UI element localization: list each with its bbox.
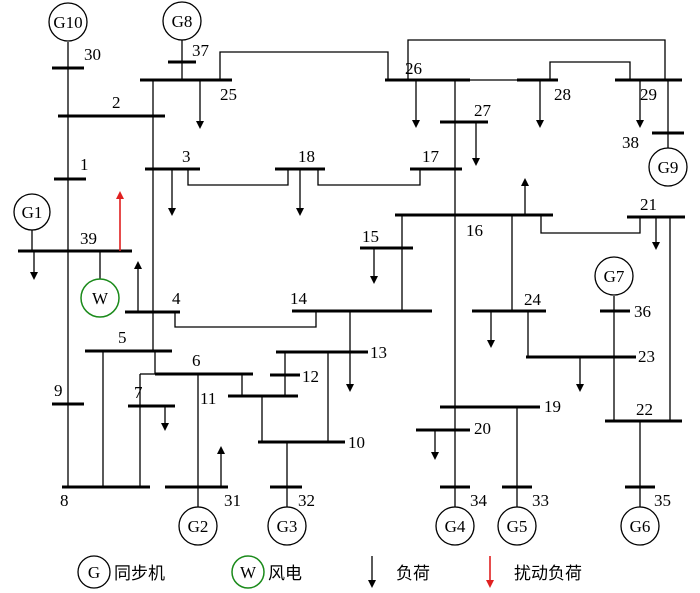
bus-labels: 30 37 25 2 1 39 3 18 17 26 28 29 27 38 1…	[54, 41, 671, 510]
bus-label-19: 19	[544, 397, 561, 416]
bus-label-37: 37	[192, 41, 210, 60]
legend: G 同步机 W 风电 负荷 扰动负荷	[77, 555, 582, 589]
legend-generator: G 同步机	[77, 555, 165, 589]
wind-generator: W	[80, 278, 120, 318]
svg-text:G1: G1	[22, 203, 43, 222]
generator-g9: G9	[648, 147, 688, 187]
bus-label-3: 3	[182, 147, 191, 166]
svg-text:风电: 风电	[268, 564, 302, 584]
svg-text:G3: G3	[277, 517, 298, 536]
svg-text:负荷: 负荷	[396, 564, 430, 584]
bus-label-6: 6	[192, 351, 201, 370]
bus-label-29: 29	[640, 85, 657, 104]
bus-label-14: 14	[290, 289, 308, 308]
bus-label-26: 26	[405, 59, 422, 78]
load-arrows	[30, 80, 660, 487]
svg-text:G2: G2	[188, 517, 209, 536]
generator-g2: G2	[178, 506, 218, 546]
bus-label-22: 22	[636, 400, 653, 419]
bus-label-36: 36	[634, 302, 651, 321]
legend-disturbance-load: 扰动负荷	[486, 556, 582, 588]
bus-label-15: 15	[362, 227, 379, 246]
generator-g6: G6	[620, 506, 660, 546]
bus-label-5: 5	[118, 328, 127, 347]
bus-label-20: 20	[474, 419, 491, 438]
bus-label-7: 7	[134, 383, 143, 402]
svg-text:G4: G4	[445, 517, 466, 536]
generator-g7: G7	[594, 256, 634, 296]
bus-label-2: 2	[112, 93, 121, 112]
legend-load: 负荷	[368, 556, 430, 588]
svg-text:G6: G6	[630, 517, 651, 536]
bus-label-10: 10	[348, 433, 365, 452]
bus-label-27: 27	[474, 101, 492, 120]
bus-label-8: 8	[60, 491, 69, 510]
bus-label-39: 39	[80, 229, 97, 248]
bus-label-25: 25	[220, 85, 237, 104]
svg-text:同步机: 同步机	[114, 564, 165, 584]
bus-label-21: 21	[640, 195, 657, 214]
bus-label-13: 13	[370, 343, 387, 362]
bus-label-24: 24	[524, 290, 542, 309]
svg-text:W: W	[240, 563, 257, 582]
generator-g8: G8	[162, 1, 202, 41]
svg-text:G8: G8	[172, 12, 193, 31]
bus-label-1: 1	[80, 155, 89, 174]
bus-label-23: 23	[638, 347, 655, 366]
bus-label-35: 35	[654, 491, 671, 510]
generator-g3: G3	[267, 506, 307, 546]
svg-text:W: W	[92, 289, 109, 308]
bus-label-28: 28	[554, 85, 571, 104]
bus-label-9: 9	[54, 381, 63, 400]
svg-text:G9: G9	[658, 158, 679, 177]
svg-text:G7: G7	[604, 267, 625, 286]
generator-g4: G4	[435, 506, 475, 546]
bus-label-17: 17	[422, 147, 440, 166]
svg-text:扰动负荷: 扰动负荷	[514, 564, 582, 584]
bus-label-34: 34	[470, 491, 488, 510]
bus-label-16: 16	[466, 221, 483, 240]
bus-label-32: 32	[298, 491, 315, 510]
generator-g5: G5	[497, 506, 537, 546]
bus-label-18: 18	[298, 147, 315, 166]
svg-text:G: G	[88, 563, 100, 582]
bus-label-33: 33	[532, 491, 549, 510]
bus-label-30: 30	[84, 45, 101, 64]
bus-label-4: 4	[172, 289, 181, 308]
bus-label-38: 38	[622, 133, 639, 152]
svg-text:G5: G5	[507, 517, 528, 536]
generator-g10: G10	[48, 2, 88, 42]
bus-label-11: 11	[200, 389, 216, 408]
transmission-lines	[31, 39, 671, 510]
legend-wind: W 风电	[231, 555, 302, 589]
generator-g1: G1	[13, 193, 51, 231]
bus-label-12: 12	[302, 367, 319, 386]
bus-label-31: 31	[224, 491, 241, 510]
svg-text:G10: G10	[53, 13, 82, 32]
